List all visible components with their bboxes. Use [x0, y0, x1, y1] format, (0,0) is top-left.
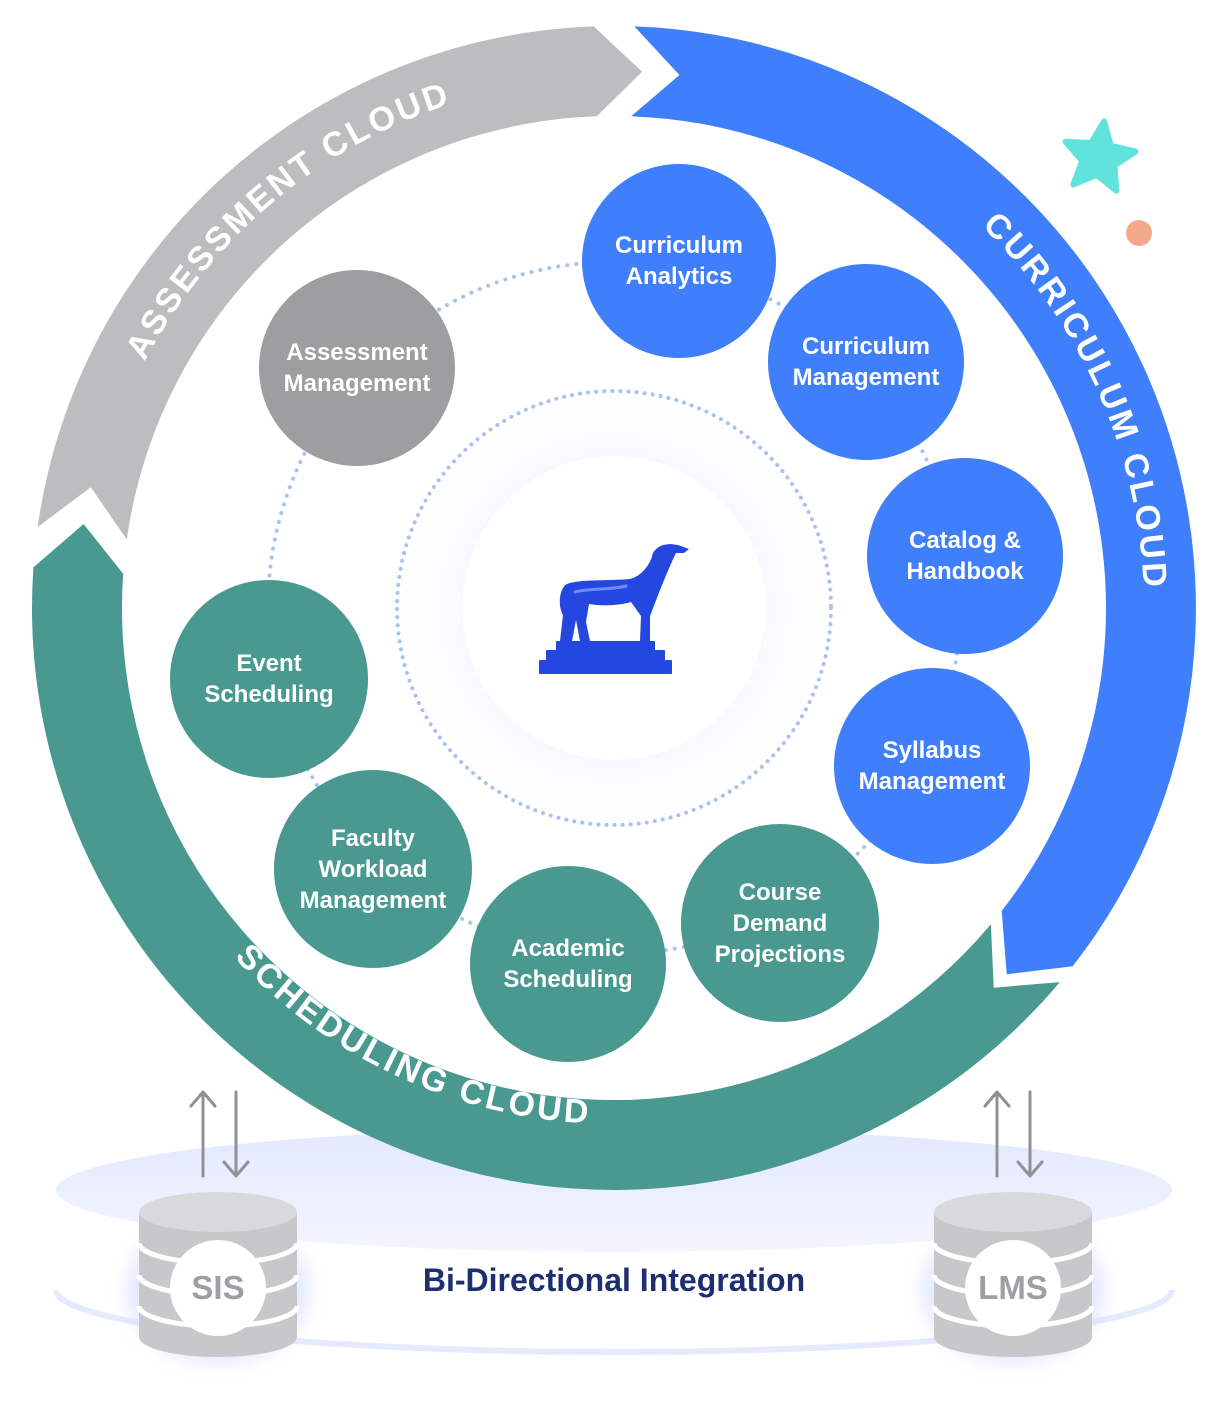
sis-bidirectional-arrows-icon [189, 1090, 250, 1178]
node-faculty-workload-management[interactable]: Faculty Workload Management [274, 770, 472, 968]
node-assessment-management[interactable]: Assessment Management [259, 270, 455, 466]
lms-bidirectional-arrows-icon [983, 1090, 1044, 1178]
dot-decoration-icon [1126, 220, 1152, 246]
node-label: Curriculum Management [792, 333, 940, 391]
sis-label: SIS [170, 1240, 266, 1336]
node-catalog-handbook[interactable]: Catalog & Handbook [867, 458, 1063, 654]
node-syllabus-management[interactable]: Syllabus Management [834, 668, 1030, 864]
node-label: Faculty Workload Management [299, 824, 447, 914]
assessment-cloud-arc [37, 26, 643, 540]
inner-dotted-ring [395, 389, 833, 827]
node-course-demand-projections[interactable]: Course Demand Projections [681, 824, 879, 1022]
lms-label: LMS [965, 1240, 1061, 1336]
node-label: Academic Scheduling [503, 935, 633, 993]
node-academic-scheduling[interactable]: Academic Scheduling [470, 866, 666, 1062]
scheduling-cloud-arc [31, 524, 1060, 1190]
star-decoration-icon [1062, 118, 1139, 194]
dog-highlight [573, 584, 628, 594]
greyhound-statue-logo [539, 544, 689, 674]
center-disc [462, 456, 766, 760]
integration-platform-band [56, 1190, 1172, 1352]
integration-platform-edge [53, 1289, 1175, 1355]
node-label: Assessment Management [283, 339, 431, 397]
integration-platform-top [56, 1128, 1172, 1252]
node-label: Curriculum Analytics [614, 232, 743, 290]
node-label: Event Scheduling [204, 650, 334, 708]
integration-title: Bi-Directional Integration [422, 1262, 806, 1298]
node-curriculum-analytics[interactable]: Curriculum Analytics [582, 164, 776, 358]
node-label: Syllabus Management [858, 737, 1006, 795]
curriculum-cloud-arc [631, 26, 1196, 975]
node-label: Catalog & Handbook [906, 527, 1024, 585]
node-curriculum-management[interactable]: Curriculum Management [768, 264, 964, 460]
node-label: Course Demand Projections [714, 878, 846, 968]
node-event-scheduling[interactable]: Event Scheduling [170, 580, 368, 778]
